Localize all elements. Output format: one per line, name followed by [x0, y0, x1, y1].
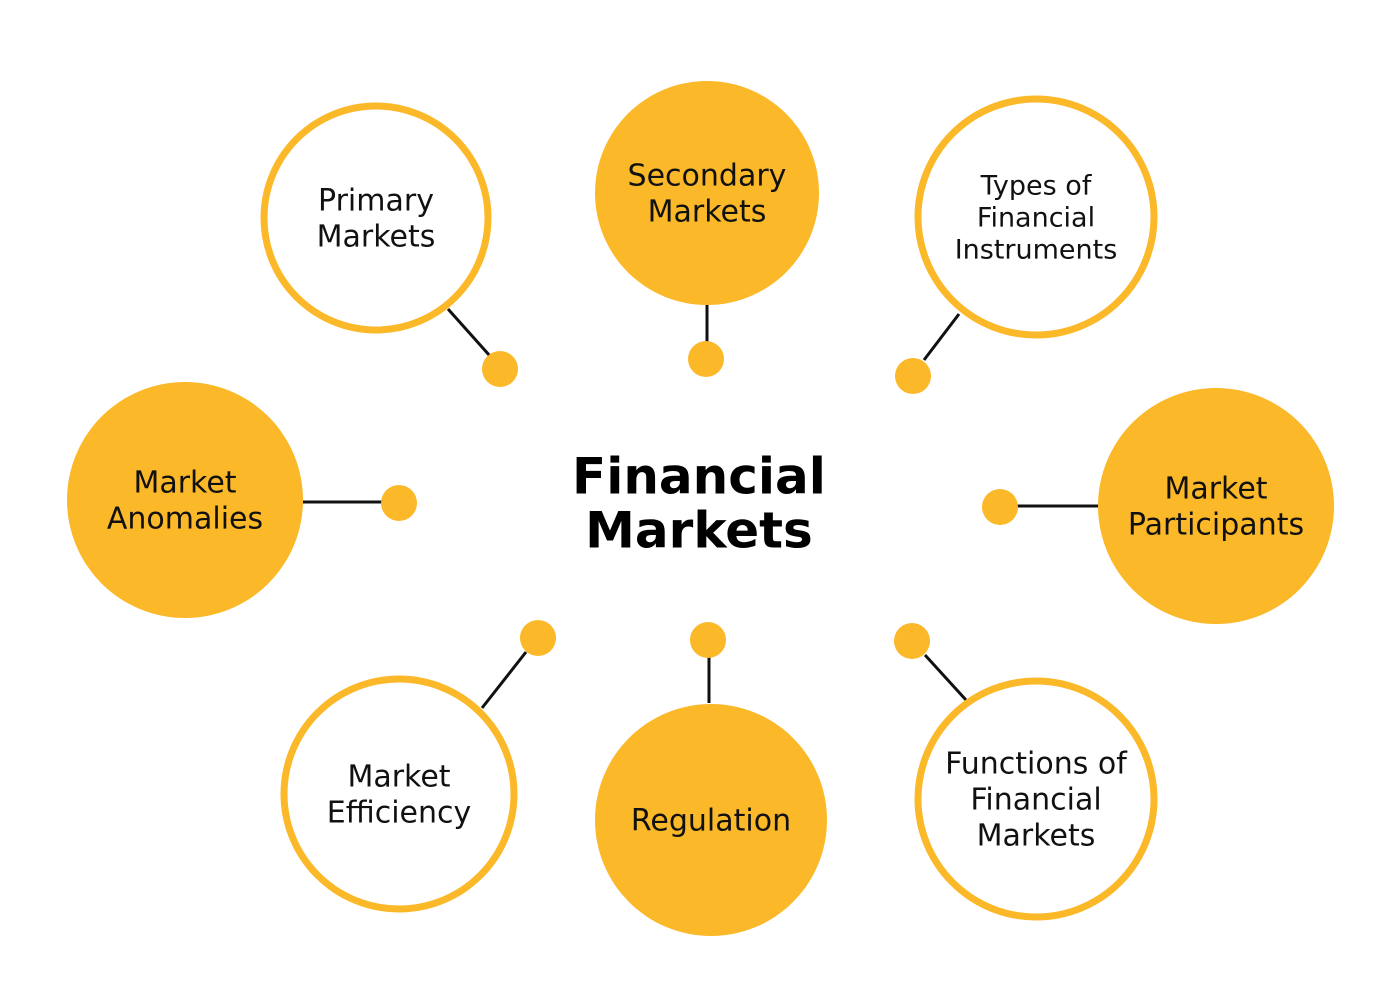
market-anomalies-circle: [67, 382, 303, 618]
regulation-node: Regulation: [595, 704, 827, 936]
types-of-financial-instruments-connector-dot: [895, 358, 931, 394]
primary-markets-connector-line: [446, 308, 492, 357]
primary-markets-circle: [260, 102, 492, 334]
market-participants-circle: [1098, 388, 1334, 624]
regulation-connector-dot: [690, 622, 726, 658]
regulation-label: Regulation: [631, 804, 791, 839]
types-of-financial-instruments-circle: [914, 95, 1158, 339]
market-efficiency-connector-line: [480, 651, 528, 709]
types-of-financial-instruments-connector-line: [922, 313, 961, 361]
secondary-markets-connector-dot: [688, 341, 724, 377]
market-efficiency-connector-dot: [520, 620, 556, 656]
market-efficiency-circle: [280, 675, 518, 913]
functions-of-financial-markets-connector-line: [923, 653, 968, 702]
functions-of-financial-markets-circle: [914, 677, 1158, 921]
secondary-markets-circle: [595, 81, 819, 305]
market-participants-connector-dot: [982, 489, 1018, 525]
regulation-circle: [595, 704, 827, 936]
market-anomalies-connector-dot: [381, 485, 417, 521]
connectors-layer: [303, 305, 1098, 709]
functions-of-financial-markets-connector-dot: [894, 623, 930, 659]
primary-markets-connector-dot: [482, 351, 518, 387]
